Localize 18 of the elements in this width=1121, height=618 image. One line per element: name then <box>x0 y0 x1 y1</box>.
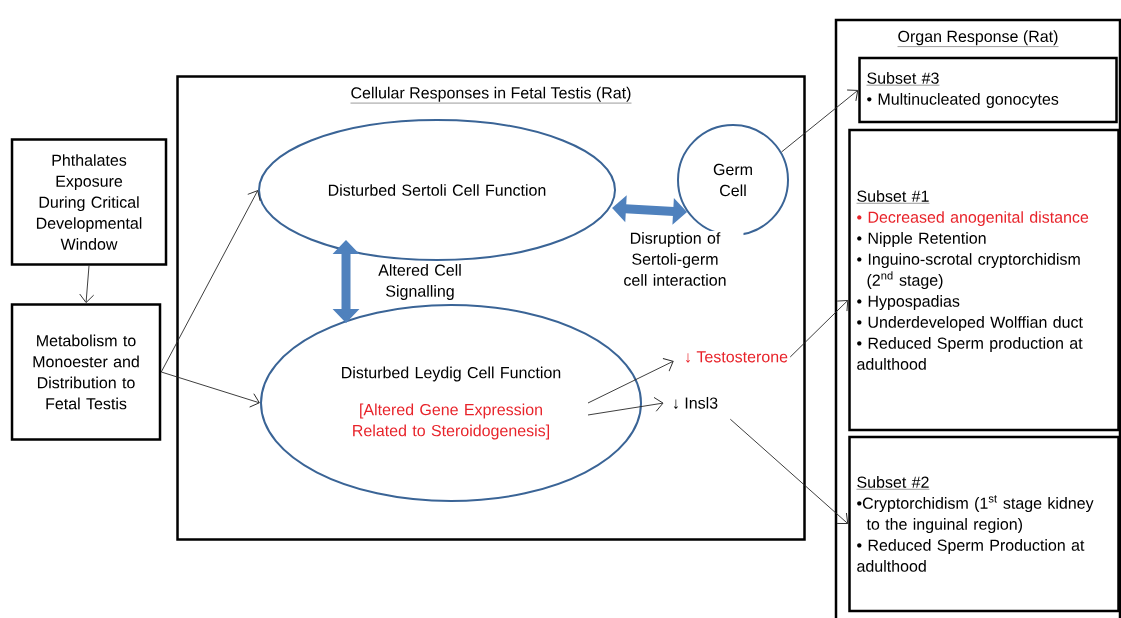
arrow <box>729 418 849 524</box>
arrow <box>160 190 261 373</box>
arrow <box>79 265 95 303</box>
block-arrow <box>332 240 360 323</box>
process-box: Phthalates Exposure During Critical Developmental Window <box>10 138 168 266</box>
edge-label: Altered Cell Signalling <box>364 263 476 301</box>
subset-box: Subset #3 • Multinucleated gonocytes <box>858 56 1118 124</box>
arrow <box>781 89 859 153</box>
result-text: ↓ Testosterone <box>686 351 788 363</box>
arrow <box>587 397 664 416</box>
subset-box: Subset #2 •Cryptorchidism (1$^{st}$ stage kidney to the inguinal region) • Reduced Sperm Production at adulthood <box>848 435 1120 613</box>
process-box: Metabolism to Monoester and Distribution to Fetal Testis <box>10 303 162 441</box>
arrow <box>160 371 260 408</box>
result-text: ↓ Insl3 <box>674 396 718 409</box>
arrow <box>587 358 674 404</box>
subset-box: Subset #1 • Decreased anogenital distance • Nipple Retention • Inguino-scrotal cryptorchidism (2$^{nd}$ stage) • Hypospadias • Underdeveloped Wolffian duct • Reduced Sperm production at adulthood <box>848 128 1120 432</box>
edge-label: Disruption of Sertoli-germ cell interaction <box>606 231 744 287</box>
arrow <box>789 300 849 358</box>
